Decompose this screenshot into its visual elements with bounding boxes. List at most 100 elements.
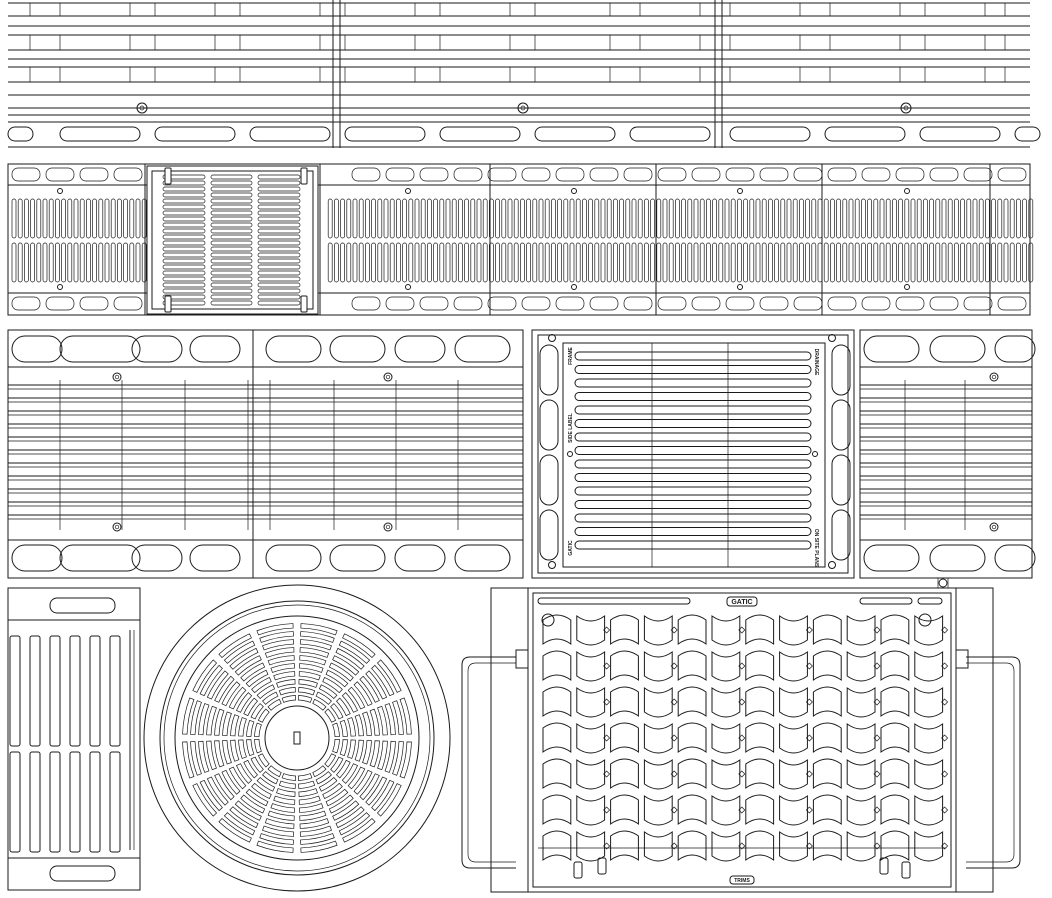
bolt-dot [571, 188, 577, 194]
slot [594, 198, 600, 239]
slot [86, 242, 91, 283]
heel-guard-cell [812, 650, 842, 681]
slot [154, 126, 236, 142]
slot [687, 198, 693, 239]
oblong-slot [11, 296, 41, 311]
slot [724, 242, 730, 283]
slot [768, 242, 773, 283]
grate-slot [574, 540, 812, 550]
grate-slot [574, 419, 812, 428]
insert-slot [257, 174, 301, 180]
insert-slot [210, 174, 253, 180]
diamond-mark [670, 734, 678, 742]
insert-slot [210, 186, 253, 192]
band-frame [7, 163, 1031, 316]
heel-guard-cell [880, 650, 910, 681]
slot [346, 242, 352, 283]
slot [476, 242, 482, 283]
arc-slot [342, 817, 376, 843]
slot [67, 242, 73, 283]
slot [445, 242, 451, 283]
slot [650, 242, 655, 283]
slot [972, 242, 978, 283]
slot [79, 242, 85, 283]
slot [389, 242, 395, 283]
heel-frame [527, 587, 957, 893]
arc-slot [299, 803, 324, 813]
slot [340, 198, 345, 239]
arc-slot [278, 780, 296, 789]
slot [675, 198, 680, 239]
insert-slot [162, 186, 206, 192]
slot [792, 198, 798, 239]
slot [482, 198, 488, 239]
heel-guard-cell [779, 723, 808, 754]
slot [433, 242, 438, 283]
arc-slot [300, 833, 335, 845]
slot [613, 198, 618, 239]
heel-guard-cell [880, 830, 910, 861]
slot [929, 198, 934, 239]
slot [997, 242, 1003, 283]
arc-slot [322, 677, 343, 694]
arc-slot [299, 647, 330, 658]
side-slot [831, 344, 851, 396]
oblong-slot [419, 167, 449, 182]
heel-guard-cell [542, 830, 572, 861]
arc-slot [230, 739, 240, 762]
arc-slot [359, 675, 380, 703]
oblong-slot [487, 167, 517, 182]
heel-guard-cell [610, 650, 639, 681]
slot [768, 198, 773, 239]
arc-slot [376, 659, 402, 693]
insert-slot [162, 246, 206, 252]
slot [464, 242, 469, 283]
insert-slot [210, 246, 253, 252]
slot [420, 242, 426, 283]
slot [898, 242, 903, 283]
diamond-mark [738, 806, 746, 814]
slot [557, 198, 562, 239]
slot [885, 198, 891, 239]
slot [569, 242, 575, 283]
slot [575, 242, 581, 283]
slot [110, 198, 116, 239]
arc-slot [332, 655, 360, 676]
heel-guard-cell [846, 687, 876, 718]
arc-slot [298, 679, 318, 688]
slot [718, 198, 724, 239]
arc-slot [262, 691, 279, 705]
slot [513, 242, 519, 283]
arc-slot [223, 640, 256, 664]
diamond-mark [941, 806, 949, 814]
oblong-slot [997, 296, 1027, 311]
slot [941, 198, 947, 239]
oblong-slot [453, 167, 483, 182]
slot [650, 198, 655, 239]
insert-slot [162, 270, 206, 276]
heel-guard-cell [812, 794, 842, 825]
heel-guard-cell [711, 759, 741, 790]
arc-slot [335, 806, 365, 829]
insert-slot [257, 186, 301, 192]
slot [749, 242, 755, 283]
arc-slot [243, 697, 258, 717]
oblong-slot [11, 544, 63, 572]
diamond-mark [738, 842, 746, 850]
slot [910, 242, 916, 283]
arc-slot [353, 769, 373, 795]
slot [836, 198, 841, 239]
slot [538, 198, 544, 239]
arc-slot [353, 681, 373, 707]
insert-slot [210, 180, 253, 186]
bolt-dot [57, 284, 63, 290]
slot [904, 198, 910, 239]
slot [489, 198, 494, 239]
arc-slot [298, 671, 321, 681]
slot [919, 126, 1001, 142]
bolt [112, 522, 122, 532]
slot [811, 242, 817, 283]
slot [563, 198, 569, 239]
oblong-slot [79, 167, 109, 182]
slot [1003, 198, 1009, 239]
